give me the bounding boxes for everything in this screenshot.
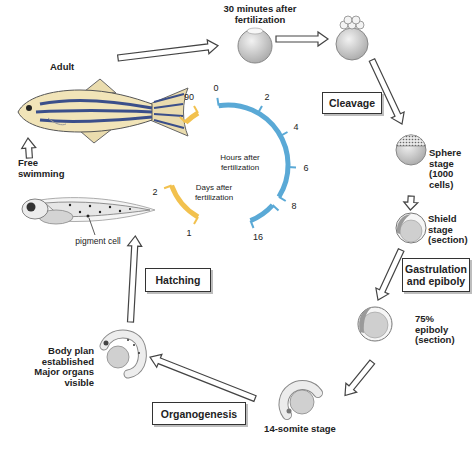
stage-node: Body plan established Major organs visib… [20,322,150,400]
stage-label: Body plan established Major organs visib… [22,346,94,388]
epiboly-section [358,307,392,341]
stage-node: 14-somite stage [255,380,345,442]
cycle-arrow [376,249,404,300]
shield-section [396,213,426,243]
cycle-arrow [128,236,142,322]
process-box: Organogenesis [152,402,246,425]
process-label: Cleavage [329,97,375,109]
cleavage-egg [336,16,368,60]
zygote-egg [238,28,272,63]
stage-label: 30 minutes after fertilization [218,4,302,25]
process-box: Cleavage [322,92,382,114]
stage-label: 14-somite stage [255,424,345,435]
stage-node: 75% epiboly (section) [355,300,470,362]
stage-label: Shield stage (section) [428,214,472,246]
larva [22,198,155,235]
callout-label: pigment cell [68,236,128,246]
timeline-number: 2 [152,187,157,198]
timeline-number: 4 [293,122,298,133]
timeline-number: 8 [291,201,296,212]
timeline-caption: Hours after fertilization [211,153,269,172]
timeline-number: 6 [303,163,308,174]
timeline-arcs [164,98,296,228]
cycle-arrow [345,360,375,395]
stage-node: Sphere stage (1000 cells) [393,130,472,196]
process-box: Gastrulation and epiboly [402,258,470,292]
adult-fish [18,79,188,143]
stage-node: 30 minutes after fertilization [218,4,302,68]
cycle-arrow [404,196,418,210]
process-box: Hatching [145,268,211,292]
sphere-egg [396,135,426,165]
somite-embryo [283,385,318,415]
process-label: Hatching [156,274,201,286]
cycle-arrow [150,354,256,401]
timeline-number: 16 [253,232,263,243]
stage-label: 75% epiboly (section) [415,314,463,346]
stage-node: Shield stage (section) [395,210,472,250]
stage-label: Free swimming [18,158,78,179]
organogenesis-embryo [104,334,143,374]
cycle-arrow [276,32,328,46]
stage-node: Adult [10,58,190,138]
timeline-number: 2 [264,92,269,103]
timeline-number: 90 [184,92,194,103]
stage-node: Free swimming [12,158,157,236]
process-label: Organogenesis [161,408,237,420]
timeline-caption: Days after fertilization [189,183,239,202]
stage-label: Sphere stage (1000 cells) [429,148,472,190]
cycle-arrow [118,40,218,61]
cycle-arrow [22,138,36,158]
timeline-number: 1 [186,228,191,239]
timeline-number: 0 [213,83,218,94]
stage-label: Adult [50,62,110,73]
process-label: Gastrulation and epiboly [405,263,467,287]
